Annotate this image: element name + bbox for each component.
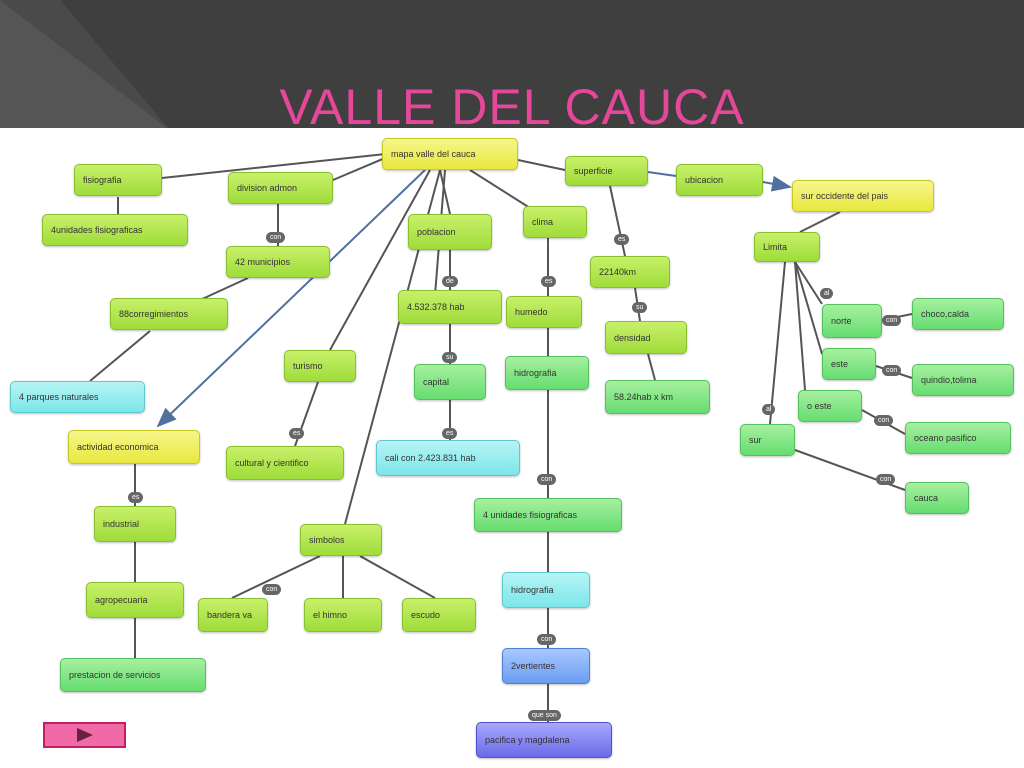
link-label-con: con [262,584,282,595]
node-poblacion[interactable]: poblacion [408,214,492,250]
edge-limita-este [794,261,823,355]
node-division-admon[interactable]: division admon [228,172,333,204]
node-corregimientos[interactable]: 88corregimientos [110,298,228,330]
edge-superficie-km [609,185,626,257]
node-industrial[interactable]: industrial [94,506,176,542]
next-slide-button[interactable] [43,722,126,748]
link-label-que-son: que son [528,710,561,721]
node-prestacion-servicios[interactable]: prestacion de servicios [60,658,206,692]
node-hidrografia-2[interactable]: hidrografia [502,572,590,608]
edge-ubicacion-suroccidente [762,175,792,192]
node-capital[interactable]: capital [414,364,486,400]
node-este[interactable]: este [822,348,876,380]
node-hidrografia[interactable]: hidrografia [505,356,589,390]
node-quindio[interactable]: quindio,tolima [912,364,1014,396]
concept-map-edges [89,153,913,722]
link-label-al: al [820,288,834,299]
link-label-con: con [882,315,902,326]
edge-simbolos-escudo [359,555,436,599]
node-fisiografia[interactable]: fisiografia [74,164,162,196]
edge-corregimientos-parques [89,330,151,382]
node-cali[interactable]: cali con 2.423.831 hab [376,440,520,476]
node-humedo[interactable]: humedo [506,296,582,328]
node-km[interactable]: 22140km [590,256,670,288]
node-sur[interactable]: sur [740,424,795,456]
link-label-con: con [882,365,902,376]
node-actividad-economica[interactable]: actividad economica [68,430,200,464]
slide-header [0,0,1024,130]
edge-densidad-habkm [647,353,656,381]
edge-root-turismo [329,169,431,351]
node-agropecuaria[interactable]: agropecuaria [86,582,184,618]
link-label-su: su [442,352,458,363]
link-label-con: con [874,415,894,426]
node-mapa-valle[interactable]: mapa valle del cauca [382,138,518,170]
node-bandera[interactable]: bandera va [198,598,268,632]
edge-simbolos-bandera [231,555,321,599]
node-unidades-fisiograficas[interactable]: 4unidades fisiograficas [42,214,188,246]
link-label-con: con [537,474,557,485]
node-pacifica-magdalena[interactable]: pacifica y magdalena [476,722,612,758]
link-label-es: es [614,234,630,245]
node-simbolos[interactable]: simbolos [300,524,382,556]
node-hab-km[interactable]: 58.24hab x km [605,380,710,414]
node-cultural-cientifico[interactable]: cultural y cientifico [226,446,344,480]
play-arrow-icon [77,728,93,742]
node-limita[interactable]: Limita [754,232,820,262]
node-habitantes[interactable]: 4.532.378 hab [398,290,502,324]
link-label-de: de [442,276,458,287]
node-norte[interactable]: norte [822,304,882,338]
edge-root-poblacion [439,169,451,215]
link-label-es: es [541,276,557,287]
link-label-con: con [876,474,896,485]
node-oceano[interactable]: oceano pasifico [905,422,1011,454]
link-label-con: con [537,634,557,645]
edge-limita-oeste [794,261,806,391]
node-ubicacion[interactable]: ubicacion [676,164,763,196]
link-label-es: es [128,492,144,503]
node-oeste[interactable]: o este [798,390,862,422]
node-municipios[interactable]: 42 municipios [226,246,330,278]
edge-root-division [332,157,386,181]
node-vertientes[interactable]: 2vertientes [502,648,590,684]
header-decoration [0,0,170,130]
edge-root-fisiografia [161,153,386,179]
node-escudo[interactable]: escudo [402,598,476,632]
node-densidad[interactable]: densidad [605,321,687,354]
link-label-con: con [266,232,286,243]
node-cauca[interactable]: cauca [905,482,969,514]
node-unidades-4[interactable]: 4 unidades fisiograficas [474,498,622,532]
slide-title: VALLE DEL CAUCA [279,79,745,135]
edge-limita-norte [794,261,823,305]
node-turismo[interactable]: turismo [284,350,356,382]
edge-superficie-ubicacion [647,171,677,177]
edge-root-actividad [156,169,426,428]
concept-map: mapa valle del cauca fisiografia 4unidad… [0,128,1024,768]
node-parques-naturales[interactable]: 4 parques naturales [10,381,145,413]
node-choco[interactable]: choco,calda [912,298,1004,330]
edge-root-superficie [517,159,566,171]
node-clima[interactable]: clima [523,206,587,238]
link-label-al: al [762,404,776,415]
edge-limita-sur [769,261,786,425]
node-superficie[interactable]: superficie [565,156,648,186]
link-label-su: su [632,302,648,313]
link-label-es: es [442,428,458,439]
link-label-es: es [289,428,305,439]
edge-root-clima [469,169,531,209]
node-sur-occidente[interactable]: sur occidente del pais [792,180,934,212]
node-himno[interactable]: el himno [304,598,382,632]
edge-municipios-corregimientos [199,277,249,301]
edge-suroccidente-limita [799,211,841,233]
